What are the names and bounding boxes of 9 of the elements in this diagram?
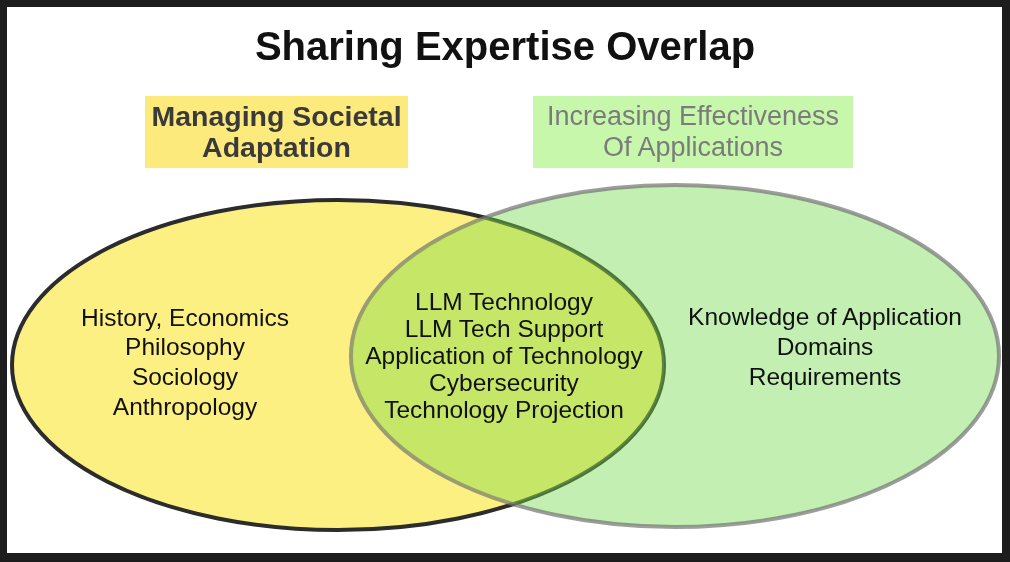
topic-label: Philosophy	[125, 333, 245, 361]
topic-label: History, Economics	[81, 303, 289, 331]
diagram-title: Sharing Expertise Overlap	[254, 23, 756, 69]
category-heading: Managing Societal Adaptation	[145, 96, 408, 168]
topic-label: Knowledge of Application Domains	[688, 303, 962, 360]
topic-label: Anthropology	[112, 392, 258, 420]
topic-label: Requirements	[748, 363, 902, 390]
topic-label: Sociology	[131, 363, 239, 390]
category-heading: Increasing Effectiveness Of Applications	[533, 96, 853, 168]
